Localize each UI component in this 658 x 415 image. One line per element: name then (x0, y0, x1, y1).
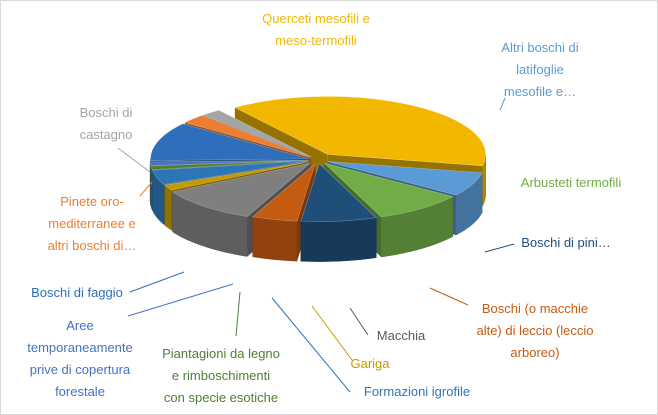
slice-label-line: mesofile e… (504, 84, 576, 99)
slice-label-line: Querceti mesofili e (262, 11, 370, 26)
slice-label-12: Pinete oro-mediterranee e altri boschi di… (48, 194, 137, 253)
slice-label-line: e rimboschimenti (172, 368, 270, 383)
slice-label-line: Macchia (377, 328, 426, 343)
leader-line-5 (311, 305, 353, 361)
slice-label-2: Altri boschi di latifoglie mesofile e… (501, 40, 578, 99)
leader-line-6 (271, 297, 351, 393)
slice-label-1: Querceti mesofili e meso-termofili (262, 11, 370, 48)
slice-label-line: Altri boschi di (501, 40, 578, 55)
pie-slices (149, 96, 487, 262)
leader-line-2 (484, 243, 515, 253)
slice-label-line: meso-termofili (275, 33, 357, 48)
slice-label-line: Boschi di (80, 105, 133, 120)
slice-label-line: arboreo) (510, 345, 559, 360)
slice-label-line: Formazioni igrofile (364, 384, 470, 399)
leader-line-4 (349, 307, 369, 336)
slice-label-4: Boschi di pini… (521, 235, 611, 250)
leader-line-3 (429, 287, 469, 306)
leader-lines (117, 97, 515, 393)
slice-label-13: Boschi di castagno (80, 105, 133, 142)
slice-label-6: Macchia (377, 328, 426, 343)
slice-label-line: Aree (66, 318, 93, 333)
leader-line-11 (117, 147, 151, 173)
slice-label-line: Boschi di faggio (31, 285, 123, 300)
slice-label-7: Gariga (350, 356, 390, 371)
slice-label-line: Piantagioni da legno (162, 346, 280, 361)
slice-label-3: Arbusteti termofili (521, 175, 622, 190)
slice-label-line: Pinete oro- (60, 194, 124, 209)
slice-label-11: Boschi di faggio (31, 285, 123, 300)
slice-label-line: con specie esotiche (164, 390, 278, 405)
slice-label-line: Gariga (350, 356, 390, 371)
slice-label-line: prive di copertura (30, 362, 131, 377)
data-labels: Querceti mesofili e meso-termofili Altri b… (27, 11, 621, 405)
pie-slice-4 (300, 163, 377, 262)
leader-line-7 (235, 291, 241, 337)
slice-label-line: mediterranee e (48, 216, 135, 231)
slice-label-line: latifoglie (516, 62, 564, 77)
slice-label-line: altri boschi di… (48, 238, 137, 253)
slice-label-5: Boschi (o macchie alte) di leccio (leccio… (476, 301, 593, 360)
slice-label-line: castagno (80, 127, 133, 142)
leader-line-9 (129, 271, 185, 293)
slice-label-10: Aree temporaneamente prive di copertura for… (27, 318, 133, 399)
slice-label-line: temporaneamente (27, 340, 133, 355)
slice-label-8: Formazioni igrofile (364, 384, 470, 399)
slice-label-line: Boschi di pini… (521, 235, 611, 250)
slice-label-line: forestale (55, 384, 105, 399)
slice-label-line: Boschi (o macchie (482, 301, 588, 316)
slice-label-line: alte) di leccio (leccio (476, 323, 593, 338)
leader-line-10 (139, 181, 153, 197)
slice-label-9: Piantagioni da legno e rimboschimenti con … (162, 346, 280, 405)
slice-label-line: Arbusteti termofili (521, 175, 622, 190)
leader-line-8 (127, 283, 234, 317)
leader-line-1 (499, 97, 506, 111)
